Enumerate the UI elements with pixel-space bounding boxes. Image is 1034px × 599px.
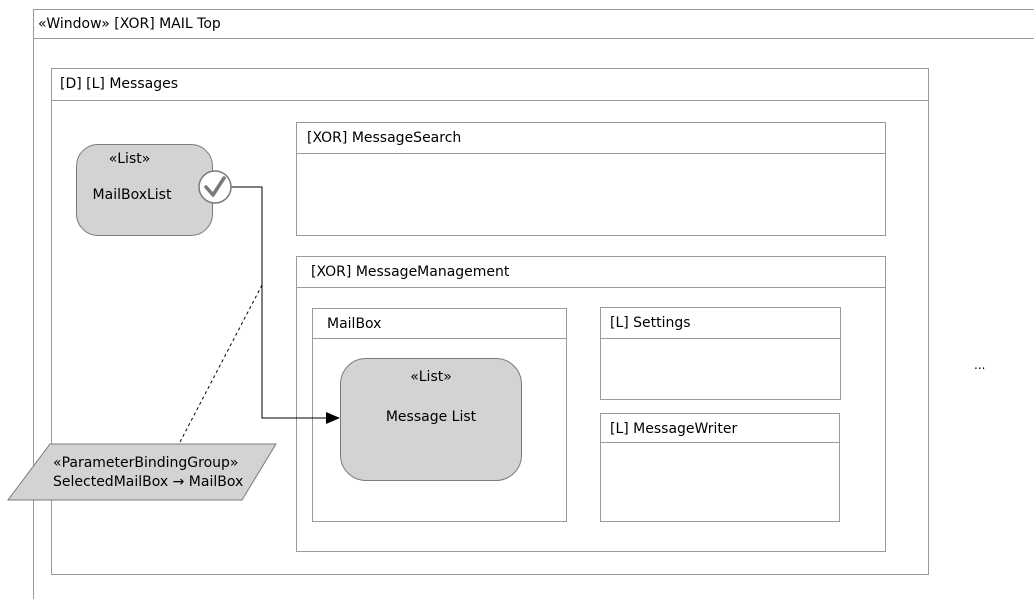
mailbox-title: MailBox [313,309,566,339]
parameter-binding-group-shape [7,443,277,501]
message-list-stereotype: «List» [410,369,452,385]
mailbox-list[interactable]: «List» MailBoxList [76,144,213,236]
messages-title: [D] [L] Messages [52,69,928,101]
binding-group-stereotype: «ParameterBindingGroup» [53,455,239,471]
mailbox-list-stereotype: «List» [108,151,151,167]
binding-group-mapping: SelectedMailBox → MailBox [53,474,244,490]
message-writer-title: [L] MessageWriter [601,414,839,443]
message-management-title: [XOR] MessageManagement [297,257,885,288]
message-list[interactable]: «List» Message List [340,358,522,481]
settings-container: [L] Settings [600,307,841,400]
message-search-title: [XOR] MessageSearch [297,123,885,154]
binding-connector [231,186,330,419]
window-title: «Window» [XOR] MAIL Top [34,10,1034,39]
ellipsis-label: ... [974,358,986,372]
arrow-head-icon [326,412,340,424]
settings-title: [L] Settings [601,308,840,339]
check-icon[interactable] [198,170,232,204]
message-search-container: [XOR] MessageSearch [296,122,886,236]
message-list-name: Message List [385,409,477,425]
dashed-association [178,284,263,445]
mailbox-list-name: MailBoxList [92,187,172,203]
message-writer-container: [L] MessageWriter [600,413,840,522]
